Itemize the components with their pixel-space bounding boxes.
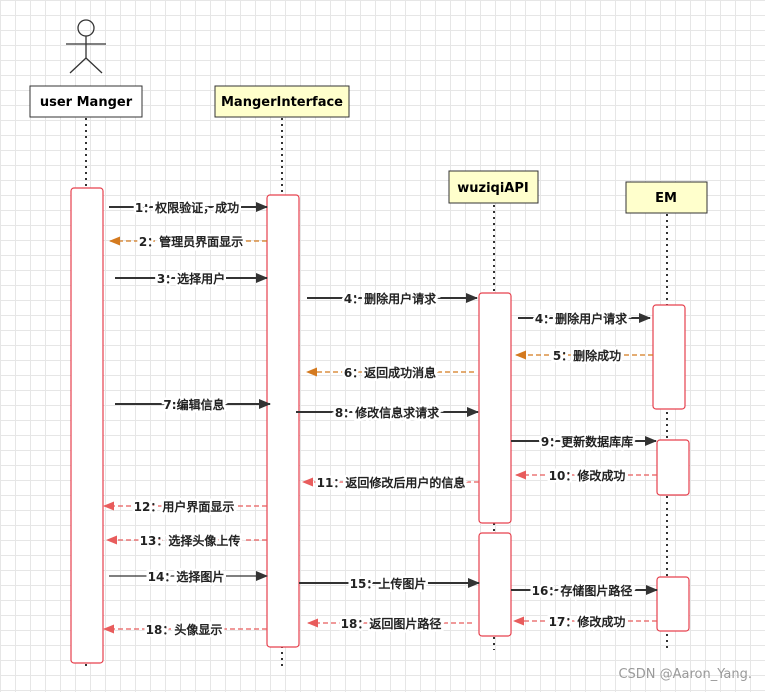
message-label: 10：修改成功 xyxy=(549,468,626,483)
message-label: 16：存储图片路径 xyxy=(532,583,633,598)
message-label: 4：删除用户请求 xyxy=(535,311,628,326)
message-label: 12：用户界面显示 xyxy=(134,499,235,514)
message-14[interactable]: 14：选择图片 xyxy=(109,567,268,587)
message-11[interactable]: 11：返回修改后用户的信息 xyxy=(302,473,479,493)
message-4b[interactable]: 4：删除用户请求 xyxy=(518,309,651,329)
message-2[interactable]: 2：管理员界面显示 xyxy=(109,232,267,252)
message-4a[interactable]: 4：删除用户请求 xyxy=(307,289,478,309)
message-label: 3：选择用户 xyxy=(157,271,225,286)
participant-label: user Manger xyxy=(40,95,133,110)
message-label: 5：删除成功 xyxy=(553,348,621,363)
message-label: 13：选择头像上传 xyxy=(140,533,241,548)
message-8[interactable]: 8：修改信息求请求 xyxy=(296,403,479,423)
participant-wuziqiapi[interactable]: wuziqiAPI xyxy=(448,170,539,204)
message-10[interactable]: 10：修改成功 xyxy=(515,466,657,486)
message-label: 9：更新数据库库 xyxy=(541,434,633,449)
message-label: 6：返回成功消息 xyxy=(344,365,436,380)
message-label: 4：删除用户请求 xyxy=(344,291,437,306)
message-label: 15：上传图片 xyxy=(350,576,427,591)
message-label: 14：选择图片 xyxy=(148,569,225,584)
participant-label: EM xyxy=(655,191,677,206)
message-3[interactable]: 3：选择用户 xyxy=(115,269,268,289)
message-18b[interactable]: 18：头像显示 xyxy=(103,620,267,640)
message-label: 7:编辑信息 xyxy=(163,397,224,412)
activation-wuziqiapi-1 xyxy=(478,292,512,524)
message-7[interactable]: 7:编辑信息 xyxy=(115,395,271,415)
message-16[interactable]: 16：存储图片路径 xyxy=(511,581,658,601)
message-6[interactable]: 6：返回成功消息 xyxy=(306,363,474,383)
activation-user xyxy=(70,187,104,664)
participant-user-manger[interactable]: user Manger xyxy=(29,85,143,118)
activation-manger-interface xyxy=(266,194,300,648)
message-label: 18：头像显示 xyxy=(146,622,223,637)
message-12[interactable]: 12：用户界面显示 xyxy=(103,497,267,517)
stick-figure-actor-icon xyxy=(66,19,106,74)
message-label: 11：返回修改后用户的信息 xyxy=(317,475,466,490)
activation-em-3 xyxy=(656,576,690,632)
message-5[interactable]: 5：删除成功 xyxy=(515,346,653,366)
message-15[interactable]: 15：上传图片 xyxy=(299,574,480,594)
message-17[interactable]: 17：修改成功 xyxy=(513,612,657,632)
participant-label: MangerInterface xyxy=(221,95,343,110)
message-18a[interactable]: 18：返回图片路径 xyxy=(307,614,472,634)
message-1[interactable]: 1：权限验证，成功 xyxy=(109,198,268,218)
activation-bars xyxy=(70,187,690,664)
message-label: 8：修改信息求请求 xyxy=(335,405,440,420)
participant-label: wuziqiAPI xyxy=(457,181,528,196)
participant-em[interactable]: EM xyxy=(625,181,708,214)
activation-em-1 xyxy=(652,304,686,410)
message-label: 17：修改成功 xyxy=(549,614,626,629)
message-9[interactable]: 9：更新数据库库 xyxy=(511,432,657,452)
message-label: 1：权限验证，成功 xyxy=(135,200,239,215)
message-13[interactable]: 13：选择头像上传 xyxy=(106,531,267,551)
activation-wuziqiapi-2 xyxy=(478,532,512,637)
watermark: CSDN @Aaron_Yang. xyxy=(618,667,752,682)
message-label: 2：管理员界面显示 xyxy=(139,234,243,249)
activation-em-2 xyxy=(656,439,690,496)
message-label: 18：返回图片路径 xyxy=(341,616,442,631)
participant-manger-interface[interactable]: MangerInterface xyxy=(214,85,350,118)
